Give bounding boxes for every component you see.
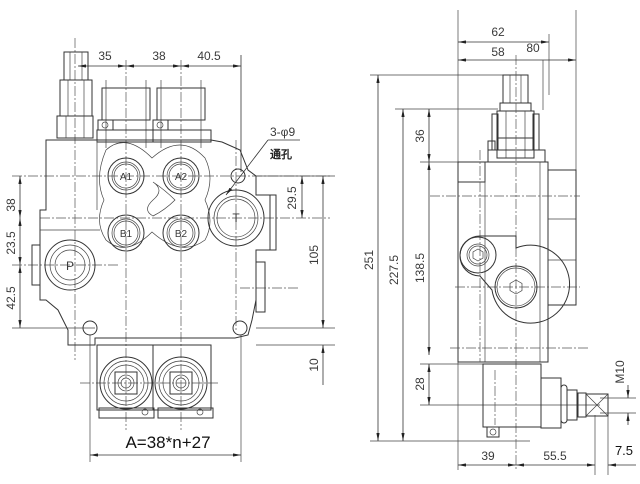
through-hole-note: 通孔 bbox=[270, 148, 292, 161]
dim-28: 28 bbox=[413, 377, 427, 391]
dim-35: 35 bbox=[98, 49, 112, 63]
spool-cap-top-1 bbox=[96, 80, 154, 148]
port-p: P bbox=[44, 239, 96, 291]
dim-55-5: 55.5 bbox=[543, 449, 567, 463]
side-view: 62 58 80 251 227.5 138.5 36 28 M10 39 55… bbox=[362, 10, 636, 475]
dim-62: 62 bbox=[491, 25, 505, 39]
dim-105: 105 bbox=[307, 245, 321, 265]
lever-connector bbox=[56, 51, 94, 139]
side-port-large bbox=[494, 265, 538, 309]
dim-38: 38 bbox=[152, 49, 166, 63]
dim-227-5: 227.5 bbox=[387, 255, 401, 285]
dim-80: 80 bbox=[526, 41, 540, 55]
dim-251: 251 bbox=[362, 250, 376, 270]
front-view: A1 A2 B1 B2 P T bbox=[4, 38, 335, 462]
leader-line bbox=[225, 139, 269, 196]
spool-cap-top-2 bbox=[152, 80, 212, 148]
hole-callout: 3-φ9 bbox=[270, 125, 295, 139]
side-boss bbox=[255, 261, 266, 313]
port-b1: B1 bbox=[107, 214, 145, 252]
dim-23-5: 23.5 bbox=[4, 231, 18, 255]
valve-body-outline bbox=[39, 139, 271, 346]
side-boss bbox=[31, 244, 41, 286]
dim-138-5: 138.5 bbox=[413, 253, 427, 283]
side-body bbox=[457, 161, 549, 363]
thread-fitting bbox=[540, 377, 609, 429]
dim-36: 36 bbox=[413, 129, 427, 143]
dim-40-5: 40.5 bbox=[197, 49, 221, 63]
dim-29-5: 29.5 bbox=[285, 186, 299, 210]
side-port-boss bbox=[459, 235, 571, 324]
dim-10: 10 bbox=[307, 358, 321, 372]
port-t: T bbox=[207, 189, 265, 247]
dim-58: 58 bbox=[491, 45, 505, 59]
side-lower-housing bbox=[482, 363, 542, 428]
dim-38-left: 38 bbox=[4, 198, 18, 212]
port-label-a1: A1 bbox=[120, 172, 133, 183]
mounting-hole bbox=[230, 168, 246, 184]
port-label-b2: B2 bbox=[175, 229, 188, 240]
side-port-small bbox=[459, 236, 497, 274]
side-flange bbox=[547, 169, 577, 306]
width-formula: A=38*n+27 bbox=[125, 433, 210, 452]
port-a2: A2 bbox=[162, 157, 200, 195]
dim-39: 39 bbox=[481, 449, 495, 463]
dim-7-5: 7.5 bbox=[615, 443, 633, 458]
side-connector bbox=[487, 74, 546, 163]
center-recess bbox=[147, 181, 176, 217]
port-label-a2: A2 bbox=[175, 172, 188, 183]
port-label-p: P bbox=[66, 259, 74, 273]
port-label-b1: B1 bbox=[120, 229, 133, 240]
mounting-hole bbox=[232, 320, 248, 336]
thread-label-m10: M10 bbox=[613, 360, 627, 384]
spool-housing-bottom-1 bbox=[96, 344, 155, 419]
dim-42-5: 42.5 bbox=[4, 286, 18, 310]
port-a1: A1 bbox=[107, 157, 145, 195]
port-label-t: T bbox=[232, 211, 240, 225]
port-b2: B2 bbox=[162, 214, 200, 252]
port-boss-outline bbox=[99, 142, 211, 248]
spool-housing-bottom-2 bbox=[152, 344, 214, 419]
